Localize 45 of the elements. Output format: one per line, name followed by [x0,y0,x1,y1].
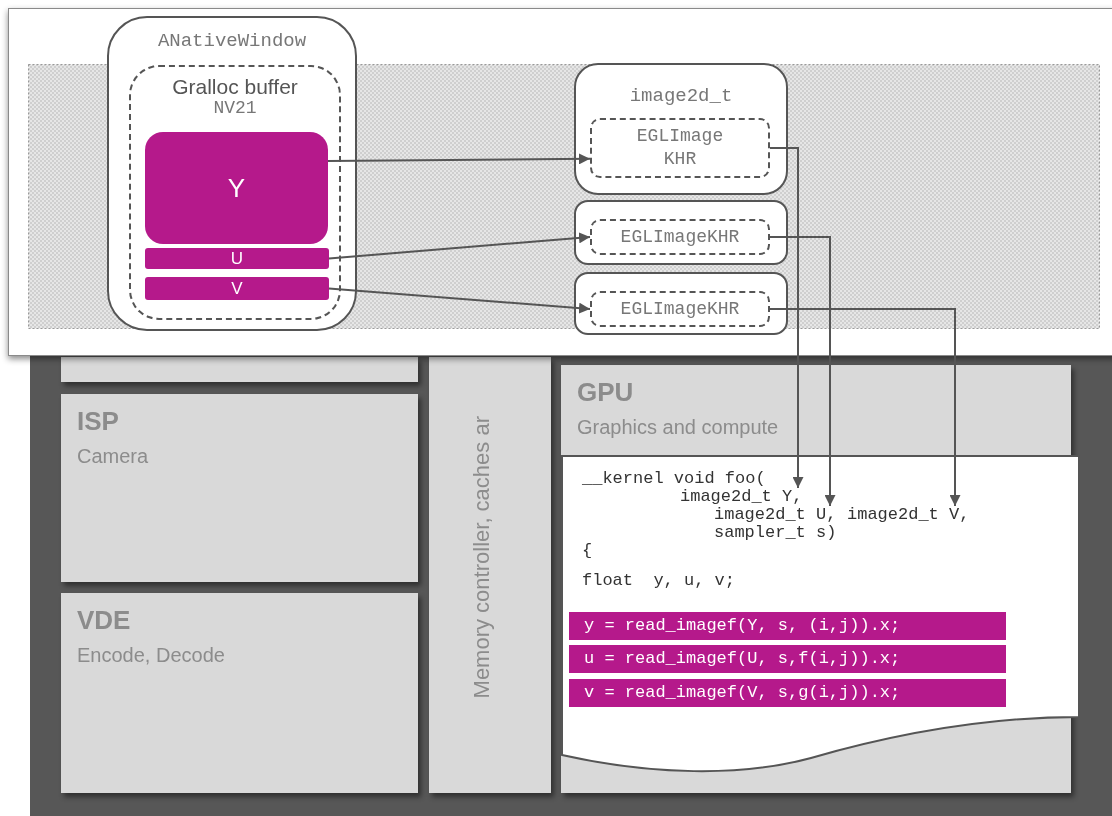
hardware-block [429,357,551,793]
image-box [574,63,788,195]
box-title: Gralloc buffer [171,74,299,99]
image-handle-box [590,219,770,255]
block-subtitle: Encode, Decode [77,644,226,667]
image-box [574,200,788,265]
hardware-block [61,357,418,382]
arrow [328,232,591,260]
block-title: Memory controller, caches ar [469,415,495,698]
code-text: { [582,542,593,560]
box-title: ANativeWindow [156,29,308,52]
format-label: NV21 [212,99,258,117]
plane-label: Y [227,172,246,204]
handle-label: EGLImageKHR [620,297,740,321]
plane-bar [145,277,329,300]
code-text: image2d_t U, [714,506,836,524]
image-handle-box [590,291,770,327]
arrow [769,308,961,507]
arrow [769,236,836,507]
arrow [328,287,591,314]
block-title: ISP [77,406,120,437]
image-handle-box [590,118,770,178]
block-subtitle: Graphics and compute [577,416,780,439]
block-subtitle: Camera [77,445,150,468]
window-box [107,16,357,331]
block-title: VDE [77,605,132,636]
arrow [769,147,804,489]
hardware-block [61,593,418,793]
plane-label: U [230,248,244,269]
block-title: GPU [577,377,635,408]
arrow [327,153,591,165]
image-box [574,272,788,335]
handle-label: EGLImageKHR [620,225,740,249]
plane-block [145,132,328,244]
box-title: image2d_t [628,84,734,107]
handle-label: EGLImage KHR [635,125,725,171]
buffer-box [129,65,341,320]
code-text: __kernel void foo( [582,470,766,488]
plane-bar [145,248,329,269]
code-text: float y, u, v; [582,572,736,590]
code-text: image2d_t Y, [680,488,802,506]
code-text: image2d_t V, [847,506,969,524]
code-text: sampler_t s) [714,524,837,542]
plane-label: V [231,278,243,299]
hardware-block [61,394,418,582]
